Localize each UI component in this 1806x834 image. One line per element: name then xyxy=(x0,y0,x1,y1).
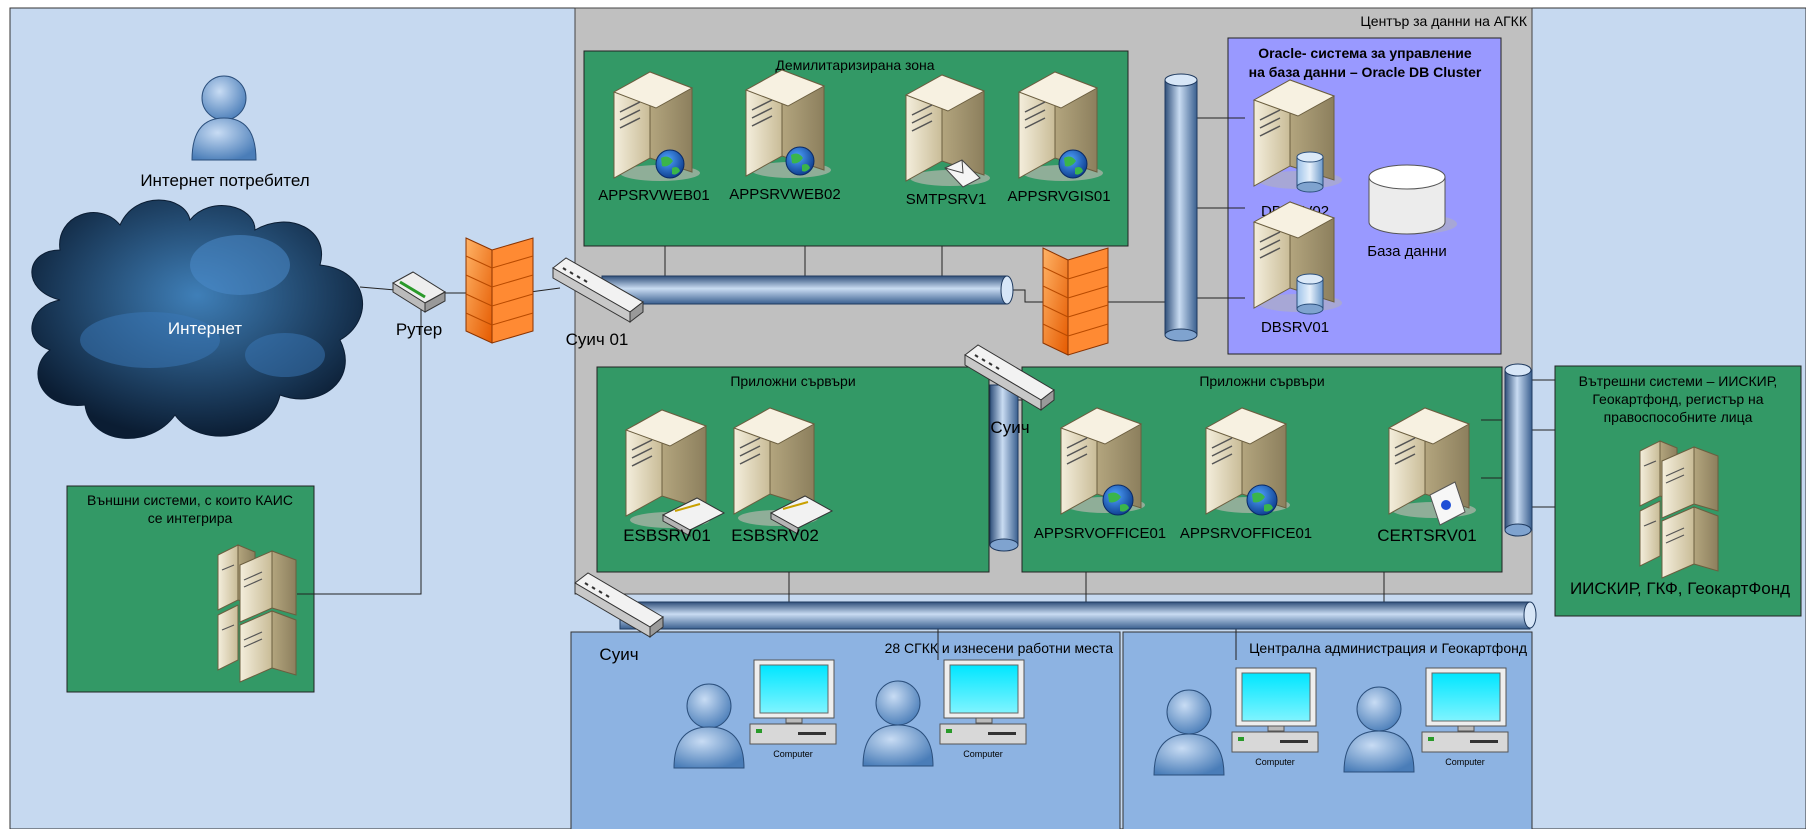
external-title-line1: Външни системи, с които КАИС xyxy=(87,492,293,508)
firewall-icon xyxy=(1042,247,1109,356)
computer-label: Computer xyxy=(1445,757,1485,767)
switch-icon xyxy=(574,572,664,639)
dmz-server-label: APPSRVGIS01 xyxy=(1007,188,1110,205)
user-icon xyxy=(1343,686,1415,773)
internal-title-line2: Геокартфонд, регистър на xyxy=(1592,391,1763,407)
app-right-server-label: APPSRVOFFICE01 xyxy=(1034,525,1166,542)
db-server-label: DBSRV01 xyxy=(1261,319,1329,336)
server-cluster-icon xyxy=(1639,440,1719,579)
dmz-server-label: APPSRVWEB02 xyxy=(729,186,840,203)
db-server-icon xyxy=(1252,201,1342,315)
server-web-icon xyxy=(612,71,700,181)
router-icon xyxy=(392,271,446,313)
server-cert-icon xyxy=(1387,407,1476,526)
internet-cloud-icon xyxy=(31,199,364,439)
user-icon xyxy=(862,680,934,767)
firewall-icon xyxy=(465,237,534,344)
switch-icon xyxy=(552,257,644,324)
switch01-label: Суич 01 xyxy=(566,330,629,349)
user-icon xyxy=(673,683,745,769)
app-left-server-label: ESBSRV02 xyxy=(731,526,819,545)
bus-app-mid xyxy=(989,384,1019,552)
computer-icon xyxy=(749,659,837,745)
server-cluster-icon xyxy=(217,544,297,683)
app-right-server-label: CERTSRV01 xyxy=(1377,526,1477,545)
dmz-server-label: APPSRVWEB01 xyxy=(598,187,709,204)
internal-systems-label: ИИСКИР, ГКФ, ГеокартФонд xyxy=(1570,579,1790,598)
dmz-title: Демилитаризирана зона xyxy=(775,57,934,73)
external-title-line2: се интегрира xyxy=(148,510,233,526)
internal-title-line1: Вътрешни системи – ИИСКИР, xyxy=(1579,373,1778,389)
router-label: Рутер xyxy=(396,320,442,339)
sgkk-title: 28 СГКК и изнесени работни места xyxy=(885,640,1114,656)
server-switch-icon xyxy=(732,407,834,535)
server-switch-icon xyxy=(624,409,726,537)
computer-icon xyxy=(939,659,1027,745)
server-mail-icon xyxy=(904,74,990,188)
bus-oracle xyxy=(1164,73,1198,342)
bus-bottom xyxy=(619,601,1537,630)
server-web-icon xyxy=(1017,71,1103,181)
app-right-title: Приложни сървъри xyxy=(1199,373,1324,389)
datacenter-title: Център за данни на АГКК xyxy=(1360,13,1527,29)
app-left-title: Приложни сървъри xyxy=(730,373,855,389)
switch-mid-label: Суич xyxy=(990,418,1029,437)
sgkk-zone xyxy=(570,631,1121,833)
oracle-title-line2: на база данни – Oracle DB Cluster xyxy=(1249,64,1482,80)
central-title: Централна администрация и Геокартфонд xyxy=(1249,640,1527,656)
app-left-server-label: ESBSRV01 xyxy=(623,526,711,545)
oracle-title-line1: Oracle- система за управление xyxy=(1258,45,1472,61)
switch-bottom-label: Суич xyxy=(599,645,638,664)
computer-icon xyxy=(1421,667,1509,753)
database-icon xyxy=(1368,164,1457,235)
internet-user-icon xyxy=(191,75,257,161)
app-right-server-label: APPSRVOFFICE01 xyxy=(1180,525,1312,542)
server-web-icon xyxy=(1059,407,1145,516)
switch-icon xyxy=(964,344,1055,412)
server-web-icon xyxy=(744,69,831,178)
dmz-server-label: SMTPSRV1 xyxy=(906,191,987,208)
internet-label: Интернет xyxy=(168,319,242,338)
computer-label: Computer xyxy=(1255,757,1295,767)
bus-internal xyxy=(1504,363,1533,537)
computer-label: Computer xyxy=(963,749,1003,759)
computer-icon xyxy=(1231,667,1319,753)
computer-label: Computer xyxy=(773,749,813,759)
user-icon xyxy=(1153,689,1225,776)
db-server-icon xyxy=(1252,79,1342,193)
internet-user-label: Интернет потребител xyxy=(140,171,309,190)
database-label: База данни xyxy=(1367,243,1446,260)
bus-dmz xyxy=(601,275,1014,305)
internal-title-line3: правоспособните лица xyxy=(1604,409,1753,425)
server-web-icon xyxy=(1204,407,1290,516)
